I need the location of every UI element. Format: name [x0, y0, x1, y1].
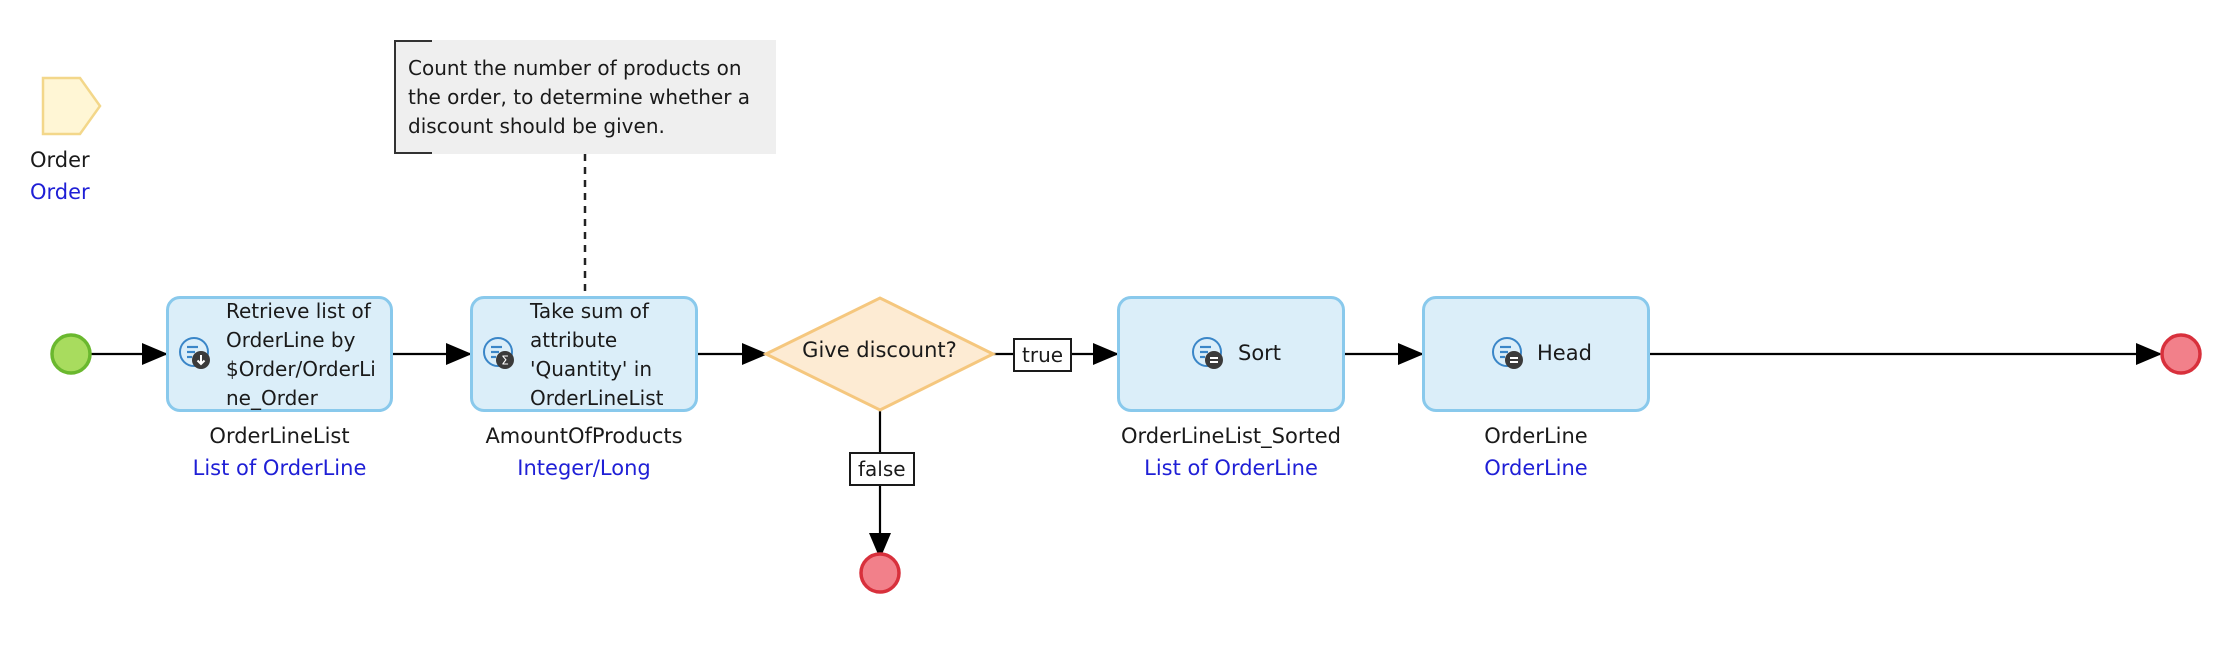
- aggregate-var-type: Integer/Long: [517, 456, 651, 480]
- aggregate-var-name: AmountOfProducts: [485, 424, 683, 448]
- parameter-type: Order: [30, 180, 90, 204]
- retrieve-output-label: OrderLineList List of OrderLine: [166, 420, 393, 484]
- list-operation-icon: [1492, 337, 1523, 369]
- retrieve-line-1: Retrieve list of: [226, 299, 371, 323]
- sort-activity[interactable]: Sort: [1117, 296, 1345, 412]
- head-activity[interactable]: Head: [1422, 296, 1650, 412]
- sort-var-name: OrderLineList_Sorted: [1121, 424, 1341, 448]
- head-caption: Head: [1537, 341, 1592, 365]
- aggregate-output-label: AmountOfProducts Integer/Long: [440, 420, 728, 484]
- sort-output-label: OrderLineList_Sorted List of OrderLine: [1081, 420, 1381, 484]
- end-event-main[interactable]: [2160, 333, 2202, 375]
- parameter-label: Order Order: [30, 144, 90, 208]
- list-operation-icon: [1192, 337, 1223, 369]
- decision-label: Give discount?: [802, 338, 957, 362]
- sort-var-type: List of OrderLine: [1144, 456, 1318, 480]
- decision-shape[interactable]: [762, 296, 997, 412]
- false-condition-label[interactable]: false: [849, 452, 915, 486]
- retrieve-caption: Retrieve list of OrderLine by $Order/Ord…: [226, 297, 376, 413]
- true-condition-label[interactable]: true: [1013, 338, 1073, 372]
- head-var-type: OrderLine: [1484, 456, 1588, 480]
- aggregate-activity[interactable]: Σ Take sum of attribute 'Quantity' in Or…: [470, 296, 698, 412]
- aggregate-line-4: OrderLineList: [530, 386, 664, 410]
- retrieve-var-name: OrderLineList: [209, 424, 350, 448]
- aggregate-caption: Take sum of attribute 'Quantity' in Orde…: [530, 297, 663, 413]
- end-event-false[interactable]: [859, 552, 901, 594]
- svg-text:Σ: Σ: [501, 354, 509, 368]
- parameter-name: Order: [30, 148, 90, 172]
- retrieve-activity[interactable]: Retrieve list of OrderLine by $Order/Ord…: [166, 296, 393, 412]
- sort-caption: Sort: [1238, 341, 1282, 365]
- retrieve-line-3: $Order/OrderLi: [226, 357, 376, 381]
- retrieve-line-2: OrderLine by: [226, 328, 356, 352]
- aggregate-line-2: attribute: [530, 328, 618, 352]
- annotation-bracket: [394, 40, 432, 154]
- aggregate-line-1: Take sum of: [530, 299, 649, 323]
- annotation-line-3: discount should be given.: [408, 114, 665, 138]
- annotation-note[interactable]: Count the number of products on the orde…: [394, 40, 776, 154]
- aggregate-line-3: 'Quantity' in: [530, 357, 653, 381]
- head-var-name: OrderLine: [1484, 424, 1588, 448]
- parameter-icon[interactable]: [41, 76, 102, 136]
- retrieve-line-4: ne_Order: [226, 386, 318, 410]
- annotation-line-1: Count the number of products on: [408, 56, 742, 80]
- retrieve-icon: [179, 337, 210, 369]
- start-event[interactable]: [50, 333, 92, 375]
- annotation-line-2: the order, to determine whether a: [408, 85, 751, 109]
- head-output-label: OrderLine OrderLine: [1422, 420, 1650, 484]
- aggregate-icon: Σ: [483, 337, 514, 369]
- retrieve-var-type: List of OrderLine: [192, 456, 367, 480]
